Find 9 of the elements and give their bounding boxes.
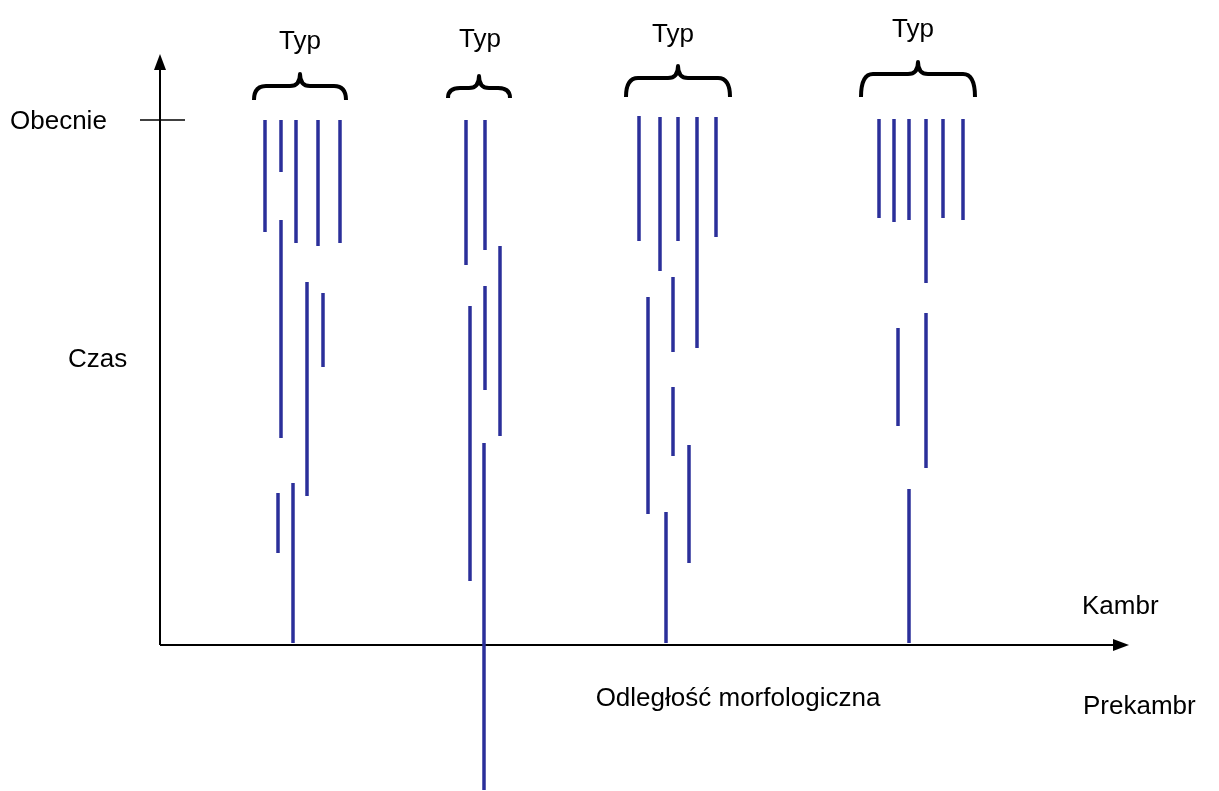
- axis-label: Typ: [279, 27, 321, 53]
- axis-label: Prekambr: [1083, 692, 1196, 718]
- axis-label: Kambr: [1082, 592, 1159, 618]
- axis-label: Czas: [68, 345, 128, 371]
- axis-label: Typ: [892, 15, 934, 41]
- axis-label: Typ: [652, 20, 694, 46]
- axis-label: Odległość morfologiczna: [595, 684, 881, 710]
- axis-label: Typ: [459, 25, 501, 51]
- axis-label: Obecnie: [10, 107, 107, 133]
